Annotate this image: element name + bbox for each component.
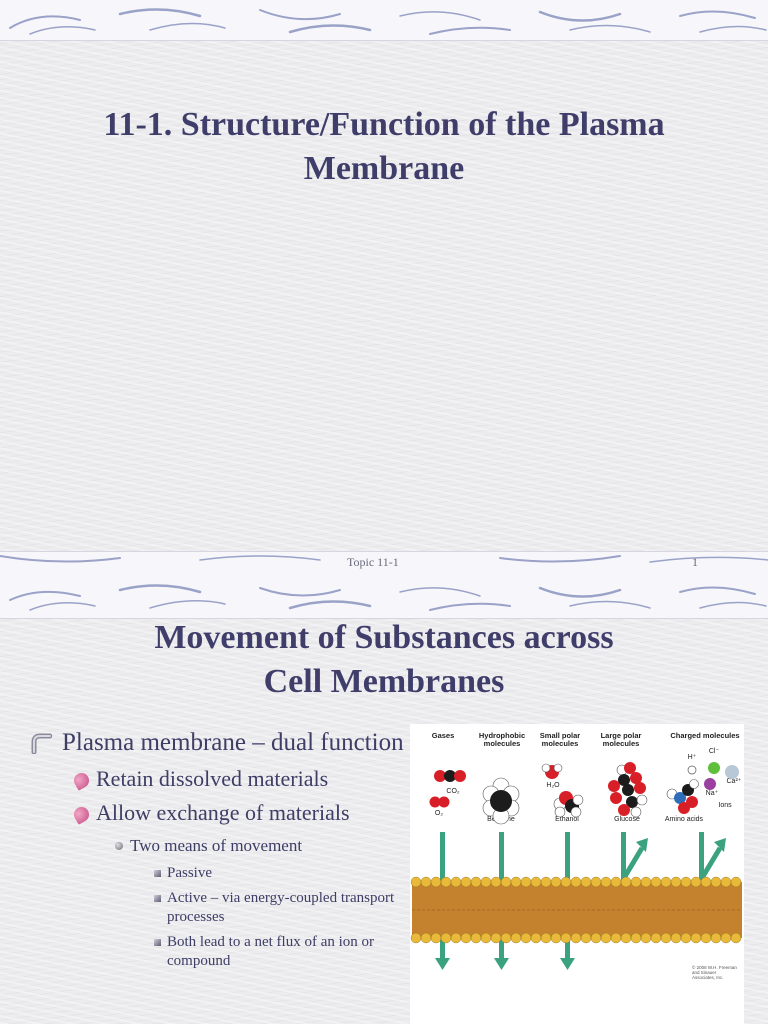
ions-icon [687, 762, 739, 790]
slide-header-band [0, 578, 768, 619]
footer-topic: Topic 11-1 [347, 555, 399, 569]
bullet-text: Retain dissolved materials [96, 766, 329, 791]
bullet-level-2: Allow exchange of materials [30, 798, 410, 828]
bullet-text: Plasma membrane – dual function [62, 729, 404, 756]
label-ca2-plus: Ca²⁺ [726, 778, 742, 785]
wave-decoration [9, 8, 767, 35]
slide-footer-band [0, 551, 768, 578]
category-large-polar: Large polar molecules [600, 731, 642, 748]
figure-credit: © 2008 W.H. Freeman and Sinauer Associat… [692, 965, 737, 980]
slide-1: 11-1. Structure/Function of the Plasma M… [0, 0, 768, 578]
dot-bullet-icon [115, 842, 123, 850]
footer-wave-decoration [0, 555, 768, 563]
slide-2: Movement of Substances across Cell Membr… [0, 578, 768, 1024]
curl-bullet-icon [31, 733, 52, 754]
slide-header-band [0, 0, 768, 41]
slide-2-title-line-2: Cell Membranes [263, 662, 505, 700]
bullet-list: Plasma membrane – dual function Retain d… [30, 726, 410, 971]
bullet-text: Active – via energy-coupled transport pr… [167, 890, 395, 925]
label-ethanol: Ethanol [555, 816, 579, 823]
bullet-text: Allow exchange of materials [96, 800, 350, 825]
bullet-level-2: Retain dissolved materials [30, 764, 410, 794]
category-charged: Charged molecules [670, 731, 740, 740]
charged-blocked-arrow-icon [699, 832, 726, 880]
petal-bullet-icon [71, 804, 92, 825]
large-polar-blocked-arrow-icon [621, 832, 648, 880]
label-h2o: H₂O [546, 782, 560, 789]
membrane-diagram [410, 762, 742, 970]
bullet-text: Passive [167, 865, 212, 881]
square-bullet-icon [154, 939, 161, 946]
bullet-text: Two means of movement [130, 836, 303, 855]
glucose-molecule-icon [608, 762, 648, 818]
label-ions: Ions [718, 802, 732, 809]
lipid-bilayer [410, 876, 742, 944]
label-o2: O₂ [434, 810, 444, 817]
bullet-level-4: Active – via energy-coupled transport pr… [30, 889, 410, 927]
benzene-molecule-icon [482, 777, 520, 825]
bullet-level-4: Both lead to a net flux of an ion or com… [30, 933, 410, 971]
category-small-polar: Small polar molecules [539, 731, 581, 748]
slide-2-title-line-1: Movement of Substances across [154, 619, 614, 656]
footer-page-number: 1 [692, 555, 698, 569]
bullet-level-1: Plasma membrane – dual function [30, 726, 410, 760]
ethanol-molecule-icon [553, 791, 584, 818]
category-gases: Gases [431, 731, 455, 740]
wave-decoration [9, 584, 767, 611]
category-hydrophobic: Hydrophobic molecules [478, 731, 526, 748]
petal-bullet-icon [71, 770, 92, 791]
bullet-text: Both lead to a net flux of an ion or com… [167, 934, 375, 969]
label-h-plus: H⁺ [687, 754, 697, 761]
co2-molecule-icon [434, 770, 466, 782]
label-cl-minus: Cl⁻ [708, 748, 720, 755]
label-amino-acids: Amino acids [664, 816, 704, 823]
bullet-level-4: Passive [30, 864, 410, 883]
label-na-plus: Na⁺ [705, 790, 719, 797]
slide-1-title: 11-1. Structure/Function of the Plasma M… [103, 106, 665, 187]
o2-molecule-icon [429, 796, 450, 808]
slide-2-title: Movement of Substances across Cell Membr… [20, 616, 748, 703]
amino-acid-molecule-icon [666, 779, 699, 814]
square-bullet-icon [154, 895, 161, 902]
label-co2: CO₂ [446, 788, 460, 795]
bullet-level-3: Two means of movement [30, 834, 410, 858]
square-bullet-icon [154, 870, 161, 877]
membrane-permeability-figure: Gases Hydrophobic molecules Small polar … [410, 724, 744, 1024]
label-glucose: Glucose [614, 816, 640, 823]
water-molecule-icon [541, 763, 563, 779]
